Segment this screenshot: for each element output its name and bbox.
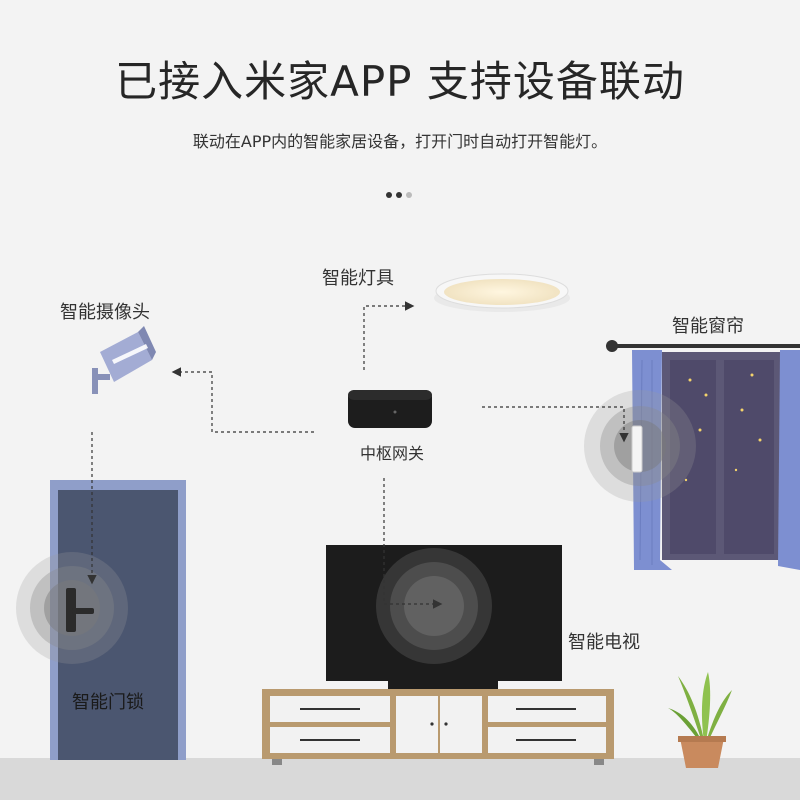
- label-smart-light: 智能灯具: [322, 268, 394, 289]
- plant-icon: [668, 672, 732, 768]
- curtain-sensor-signal: [584, 390, 696, 502]
- label-smart-curtain: 智能窗帘: [672, 316, 744, 337]
- tv-cabinet-icon: [262, 689, 614, 765]
- ceiling-lamp-icon: [434, 273, 570, 312]
- label-hub: 中枢网关: [360, 444, 425, 463]
- page-subtitle: 联动在APP内的智能家居设备，打开门时自动打开智能灯。: [192, 132, 608, 151]
- hub-icon: [348, 390, 432, 428]
- label-smart-tv: 智能电视: [568, 632, 640, 653]
- label-smart-camera: 智能摄像头: [60, 302, 150, 323]
- camera-icon: [92, 326, 156, 394]
- tv-icon: [326, 545, 562, 689]
- door-lock-signal: [16, 552, 128, 664]
- carousel-dots: [386, 192, 412, 198]
- window-curtain-icon: [606, 340, 800, 570]
- floor: [0, 758, 800, 800]
- link-lines: [87, 301, 629, 609]
- label-smart-door-lock: 智能门锁: [72, 692, 144, 713]
- page-title: 已接入米家APP 支持设备联动: [115, 57, 685, 106]
- carousel-dot-1[interactable]: [386, 192, 392, 198]
- carousel-dot-2[interactable]: [396, 192, 402, 198]
- carousel-dot-3[interactable]: [406, 192, 412, 198]
